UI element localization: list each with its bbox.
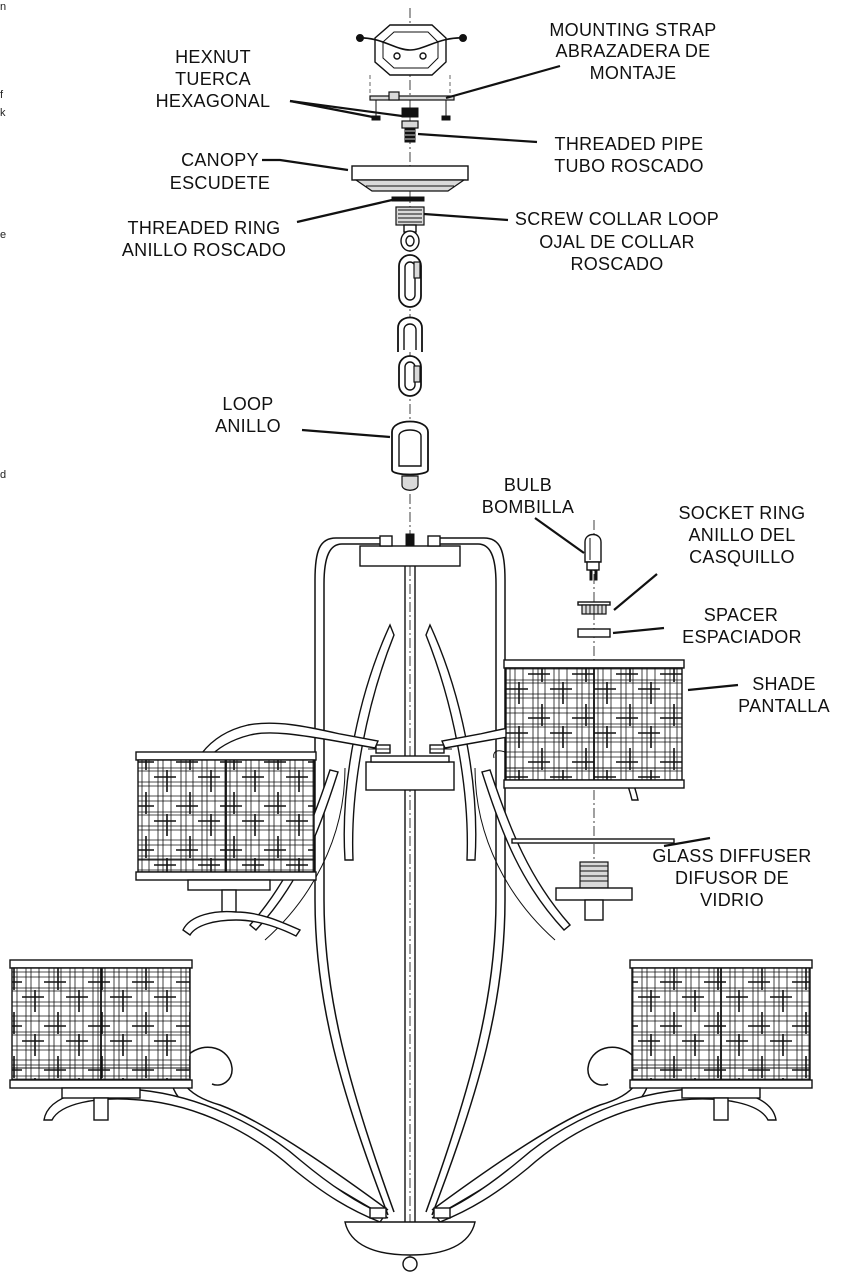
svg-text:THREADED PIPE: THREADED PIPE — [555, 134, 704, 154]
edge-fragment: d — [0, 469, 6, 481]
glass-diffuser — [511, 838, 675, 844]
svg-text:DIFUSOR DE: DIFUSOR DE — [675, 868, 789, 888]
svg-text:ESCUDETE: ESCUDETE — [170, 173, 270, 193]
svg-text:CANOPY: CANOPY — [181, 150, 259, 170]
svg-text:ANILLO: ANILLO — [215, 416, 281, 436]
label-shade: SHADE PANTALLA — [738, 674, 830, 716]
svg-text:THREADED RING: THREADED RING — [128, 218, 281, 238]
svg-text:BOMBILLA: BOMBILLA — [482, 497, 574, 517]
label-mounting-strap: MOUNTING STRAP ABRAZADERA DE MONTAJE — [549, 20, 716, 83]
socket-cup — [555, 861, 633, 921]
svg-text:HEXNUT: HEXNUT — [175, 47, 251, 67]
lamp-lower-left — [9, 959, 193, 1121]
edge-fragment: n — [0, 1, 6, 13]
canopy — [351, 165, 469, 192]
shade — [503, 659, 685, 789]
label-canopy: CANOPY ESCUDETE — [170, 150, 270, 193]
svg-text:SCREW COLLAR LOOP: SCREW COLLAR LOOP — [515, 209, 719, 229]
svg-text:ABRAZADERA DE: ABRAZADERA DE — [556, 41, 711, 61]
screw-collar-loop — [395, 206, 425, 252]
chain — [397, 254, 423, 397]
svg-text:GLASS DIFFUSER: GLASS DIFFUSER — [652, 846, 811, 866]
svg-text:BULB: BULB — [504, 475, 552, 495]
bulb — [584, 533, 602, 581]
label-socket-ring: SOCKET RING ANILLO DEL CASQUILLO — [679, 503, 806, 567]
edge-fragment: k — [0, 107, 6, 119]
label-threaded-ring: THREADED RING ANILLO ROSCADO — [122, 218, 286, 260]
svg-text:SPACER: SPACER — [704, 605, 779, 625]
spacer — [577, 628, 611, 638]
chandelier-body — [43, 533, 777, 1272]
lamp-upper-left — [135, 751, 317, 937]
threaded-pipe — [404, 127, 416, 143]
edge-fragment: f — [0, 89, 4, 101]
svg-text:CASQUILLO: CASQUILLO — [689, 547, 795, 567]
svg-text:TUERCA: TUERCA — [175, 69, 251, 89]
svg-text:MONTAJE: MONTAJE — [590, 63, 677, 83]
label-spacer: SPACER ESPACIADOR — [682, 605, 802, 647]
svg-text:HEXAGONAL: HEXAGONAL — [156, 91, 271, 111]
loop — [391, 420, 429, 491]
svg-text:OJAL DE COLLAR: OJAL DE COLLAR — [539, 232, 695, 252]
leader-lines — [262, 64, 739, 848]
svg-text:ESPACIADOR: ESPACIADOR — [682, 627, 802, 647]
socket-ring — [577, 601, 611, 615]
svg-text:TUBO ROSCADO: TUBO ROSCADO — [554, 156, 704, 176]
svg-text:SHADE: SHADE — [752, 674, 816, 694]
svg-text:ANILLO DEL: ANILLO DEL — [688, 525, 795, 545]
svg-text:ANILLO ROSCADO: ANILLO ROSCADO — [122, 240, 286, 260]
svg-text:VIDRIO: VIDRIO — [700, 890, 764, 910]
label-hexnut: HEXNUT TUERCA HEXAGONAL — [156, 47, 271, 111]
junction-box — [355, 24, 467, 96]
svg-text:MOUNTING STRAP: MOUNTING STRAP — [549, 20, 716, 40]
svg-text:PANTALLA: PANTALLA — [738, 696, 830, 716]
label-bulb: BULB BOMBILLA — [482, 475, 574, 517]
svg-text:ROSCADO: ROSCADO — [570, 254, 663, 274]
label-glass-diffuser: GLASS DIFFUSER DIFUSOR DE VIDRIO — [652, 846, 811, 910]
label-threaded-pipe: THREADED PIPE TUBO ROSCADO — [554, 134, 704, 176]
label-loop: LOOP ANILLO — [215, 394, 281, 436]
label-screw-collar-loop: SCREW COLLAR LOOP OJAL DE COLLAR ROSCADO — [515, 209, 719, 274]
svg-text:LOOP: LOOP — [222, 394, 273, 414]
edge-fragment: e — [0, 229, 6, 241]
threaded-ring — [391, 196, 425, 202]
svg-text:SOCKET RING: SOCKET RING — [679, 503, 806, 523]
lamp-lower-right — [629, 959, 813, 1121]
